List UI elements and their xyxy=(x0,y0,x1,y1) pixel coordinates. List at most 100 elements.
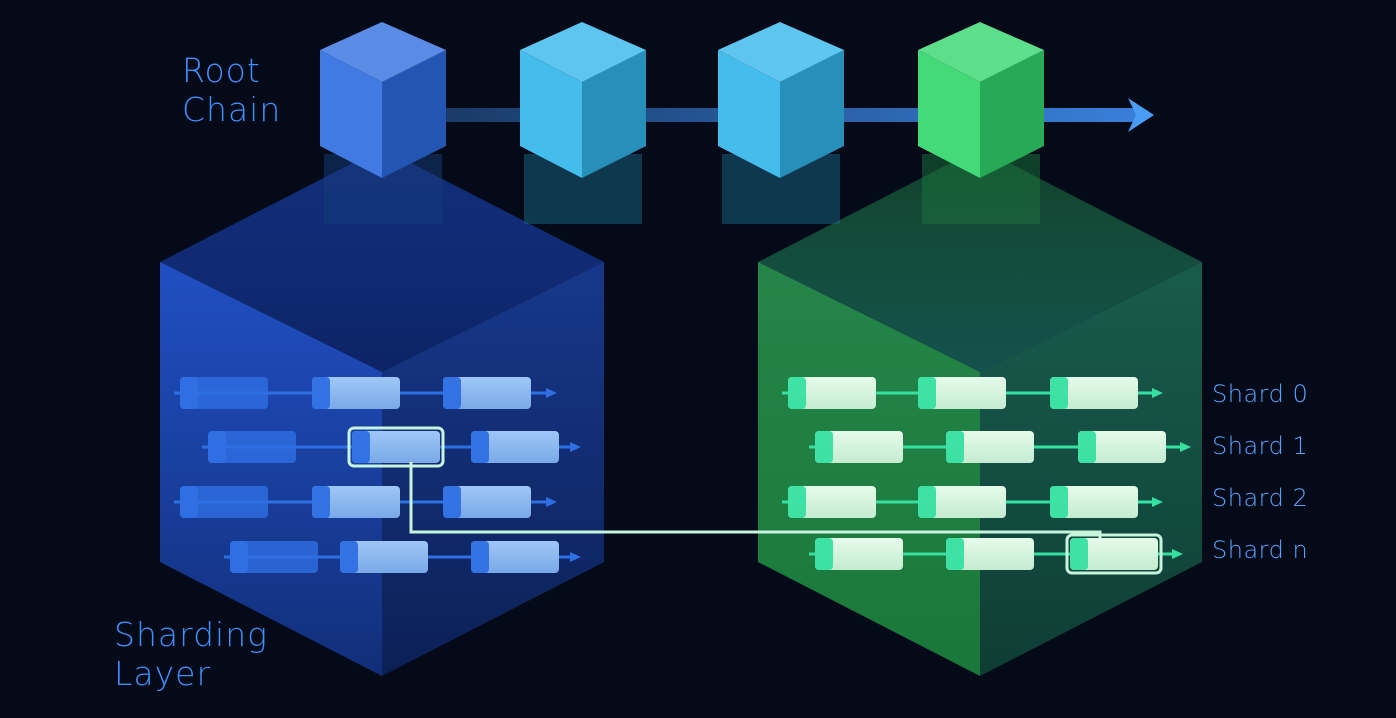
root-chain-blocks xyxy=(320,22,1044,224)
sharding-layer-label: Sharding Layer xyxy=(114,615,268,694)
right-shard-row-3 xyxy=(809,533,1183,575)
root-block-face-right xyxy=(780,50,844,178)
left-shard-block xyxy=(180,486,268,518)
block-body xyxy=(230,541,318,573)
block-cap xyxy=(352,431,370,463)
shard-n-label: Shard n xyxy=(1212,536,1309,564)
block-cap xyxy=(918,377,936,409)
block-body xyxy=(1070,538,1158,570)
block-cap xyxy=(788,486,806,518)
root-block-face-left xyxy=(918,50,980,178)
block-body xyxy=(946,538,1034,570)
block-body xyxy=(918,377,1006,409)
block-body xyxy=(471,431,559,463)
sharding-layer-label-line2: Layer xyxy=(114,653,212,693)
right-shard-block xyxy=(918,486,1006,518)
cross-shard-link xyxy=(409,462,1102,538)
right-shard-group xyxy=(758,148,1202,676)
highlighted-block-frame xyxy=(347,426,445,468)
block-cap xyxy=(918,486,936,518)
block-body xyxy=(443,486,531,518)
block-cap xyxy=(1078,431,1096,463)
block-body xyxy=(788,486,876,518)
root-chain-arrowhead xyxy=(1128,98,1154,132)
highlighted-block-frame xyxy=(1065,533,1163,575)
chain-arrowhead xyxy=(1172,549,1183,559)
left-shard-block xyxy=(312,377,400,409)
block-cap xyxy=(180,377,198,409)
right-shard-block xyxy=(1065,533,1163,575)
sharding-layer-label-line1: Sharding xyxy=(114,615,268,654)
root-block-face-top xyxy=(320,22,446,82)
block-body xyxy=(788,377,876,409)
root-block-3 xyxy=(918,22,1044,224)
left-shard-block xyxy=(443,486,531,518)
root-block-face-top xyxy=(718,22,844,82)
left-shard-block xyxy=(208,431,296,463)
block-body xyxy=(815,538,903,570)
shard-0-label: Shard 0 xyxy=(1212,380,1309,408)
block-body xyxy=(352,431,440,463)
chain-arrowhead xyxy=(570,552,581,562)
left-shard-block xyxy=(471,541,559,573)
block-cap xyxy=(815,431,833,463)
chain-arrowhead xyxy=(546,497,557,507)
block-cap xyxy=(1050,377,1068,409)
root-block-face-left xyxy=(320,50,382,178)
left-shard-row-0 xyxy=(174,377,557,409)
root-block-1 xyxy=(520,22,646,224)
block-cap xyxy=(946,538,964,570)
right-shard-block xyxy=(815,538,903,570)
block-cap xyxy=(443,486,461,518)
chain-arrowhead xyxy=(1152,497,1163,507)
left-shard-group xyxy=(160,148,604,676)
left-prism-front xyxy=(160,262,382,676)
right-prism-top xyxy=(758,148,1202,372)
shard-2-label: Shard 2 xyxy=(1212,484,1309,512)
block-body xyxy=(180,486,268,518)
block-cap xyxy=(312,486,330,518)
block-cap xyxy=(230,541,248,573)
block-cap xyxy=(471,431,489,463)
block-cap xyxy=(340,541,358,573)
right-prism-front xyxy=(758,262,980,676)
right-shard-block xyxy=(1050,377,1138,409)
block-cap xyxy=(180,486,198,518)
right-shard-block xyxy=(1050,486,1138,518)
root-chain-label-line1: Root xyxy=(182,51,261,90)
right-shard-block xyxy=(815,431,903,463)
chain-arrowhead xyxy=(1180,442,1191,452)
block-body xyxy=(946,431,1034,463)
block-cap xyxy=(471,541,489,573)
root-block-face-left xyxy=(520,50,582,178)
root-chain-label-line2: Chain xyxy=(182,89,282,129)
left-shard-chains xyxy=(174,377,581,573)
right-shard-block xyxy=(918,377,1006,409)
block-body xyxy=(312,486,400,518)
right-shard-chains xyxy=(782,377,1191,575)
block-body xyxy=(1050,486,1138,518)
left-shard-row-3 xyxy=(224,541,581,573)
root-block-face-top xyxy=(520,22,646,82)
root-block-face-right xyxy=(582,50,646,178)
block-cap xyxy=(443,377,461,409)
block-cap xyxy=(1070,538,1088,570)
left-shard-row-1 xyxy=(202,426,581,468)
block-cap xyxy=(788,377,806,409)
right-shard-block xyxy=(946,538,1034,570)
root-block-face-right xyxy=(980,50,1044,178)
block-body xyxy=(471,541,559,573)
right-shard-block xyxy=(1078,431,1166,463)
right-shard-row-2 xyxy=(782,486,1163,518)
root-chain-label: Root Chain xyxy=(182,51,282,130)
block-body xyxy=(1050,377,1138,409)
right-shard-block xyxy=(788,486,876,518)
block-cap xyxy=(946,431,964,463)
left-shard-row-2 xyxy=(174,486,557,518)
left-shard-block xyxy=(443,377,531,409)
left-shard-block xyxy=(347,426,445,468)
block-body xyxy=(208,431,296,463)
chain-arrowhead xyxy=(546,388,557,398)
